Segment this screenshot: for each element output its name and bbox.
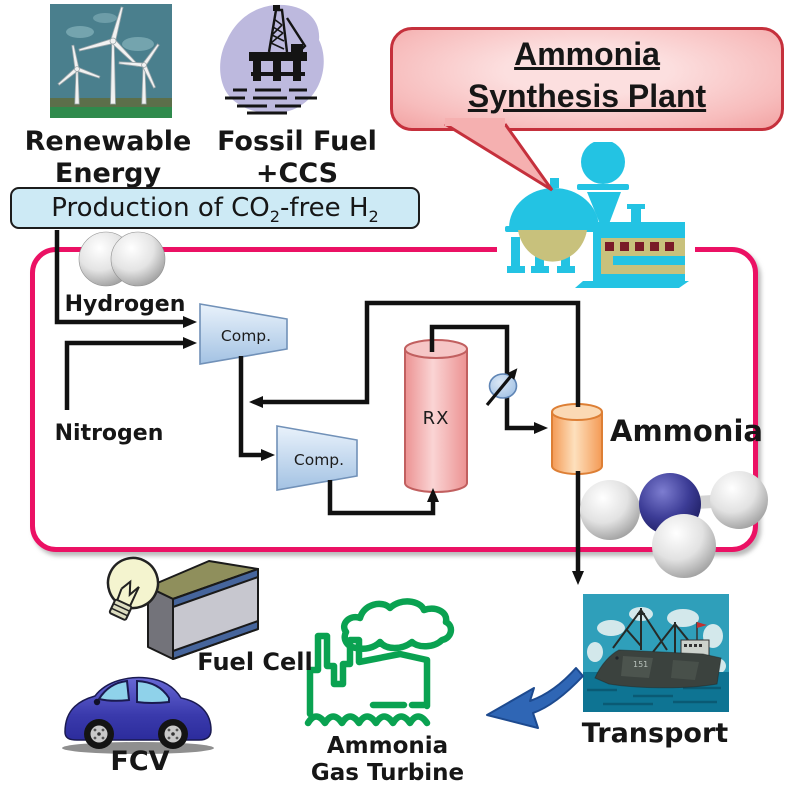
hydrogen-label: Hydrogen <box>64 292 186 317</box>
car-icon <box>62 676 214 754</box>
ammonia-label: Ammonia <box>610 414 763 448</box>
hydrogen-feed-line <box>54 230 197 328</box>
callout-line1: Ammonia <box>514 36 660 72</box>
wind-turbines-icon <box>50 4 172 118</box>
reactor-outlet-line <box>429 324 548 434</box>
fcv-label: FCV <box>110 746 170 777</box>
valve-arrow <box>485 368 518 407</box>
nh3-molecule-icon <box>580 471 768 578</box>
ship-icon: 151 <box>583 594 729 712</box>
fossil-fuel-ccs-label: Fossil Fuel+CCS <box>217 126 377 189</box>
compressor-1 <box>199 303 288 365</box>
fuel-cell-icon <box>106 556 259 660</box>
speech-bubble-tail <box>444 118 554 192</box>
fuel-cell-label: Fuel Cell <box>197 648 313 676</box>
light-bulb-icon <box>106 556 160 621</box>
callout-line2: Synthesis Plant <box>467 77 707 114</box>
interstage-line <box>238 356 275 461</box>
transport-label: Transport <box>581 718 729 749</box>
reactor-label: RX <box>423 408 450 429</box>
ship-hull-number: 151 <box>633 660 648 669</box>
compressor-1-label: Comp. <box>221 327 271 345</box>
h2-molecule-icon <box>78 231 166 287</box>
nitrogen-label: Nitrogen <box>54 421 164 446</box>
co2-free-h2-banner: Production of CO2-free H2 <box>10 187 420 229</box>
gas-turbine-icon <box>304 598 455 727</box>
speech-bubble: Ammonia Synthesis Plant <box>390 27 784 131</box>
transport-to-turbine-arrow <box>486 667 584 729</box>
recycle-line <box>249 300 581 408</box>
car-wheels <box>84 719 188 749</box>
nitrogen-feed-line <box>64 337 197 410</box>
reactor-feed-line <box>327 480 439 516</box>
compressor-2 <box>276 425 358 491</box>
compressor-2-label: Comp. <box>294 451 344 469</box>
oil-rig-icon <box>220 4 324 115</box>
